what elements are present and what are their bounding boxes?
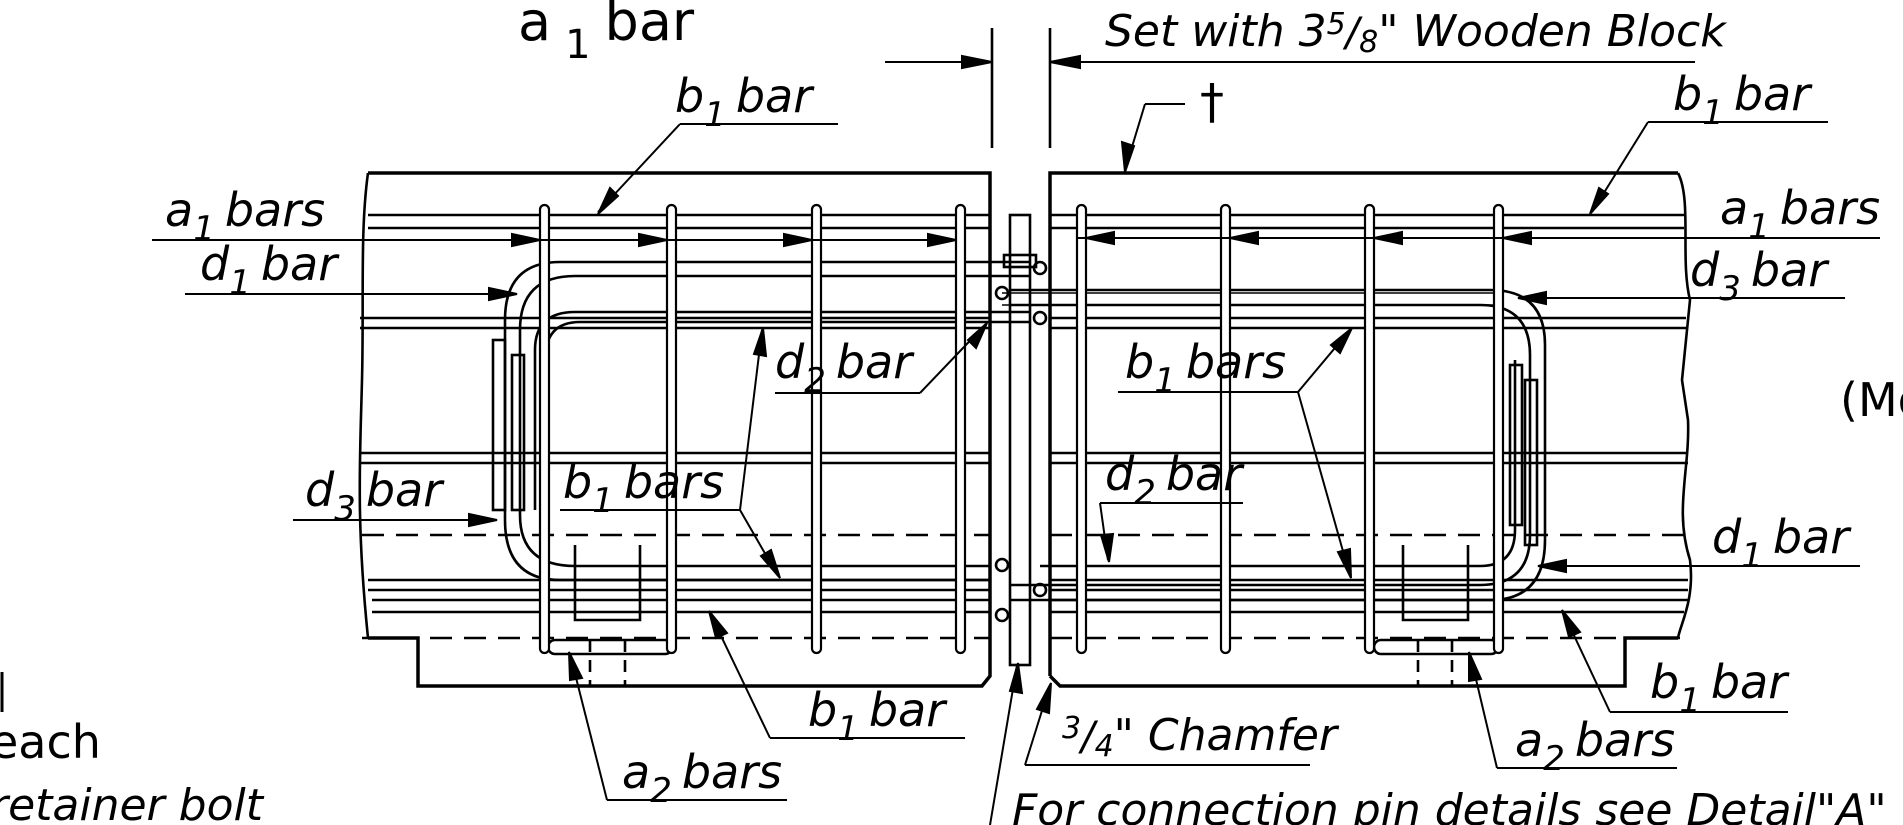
label-left-retainer: retainer bolt [0, 780, 265, 825]
left-slab-outline [358, 171, 1030, 688]
label-right-edge-fragment: (Mo [1840, 373, 1903, 427]
right-slab-outline [1010, 171, 1693, 688]
label-left-each: each [0, 715, 101, 769]
label-chamfer: 3/4" Chamfer [1062, 710, 1340, 764]
label-dagger: † [1200, 74, 1224, 130]
label-wooden-block: Set with 35/8" Wooden Block [1105, 6, 1727, 60]
right-b1-bars [1075, 203, 1505, 655]
label-connection-pin: For connection pin details see Detail"A" [1012, 785, 1887, 825]
left-b1-bars [538, 203, 967, 655]
leader-lines [152, 54, 1880, 825]
